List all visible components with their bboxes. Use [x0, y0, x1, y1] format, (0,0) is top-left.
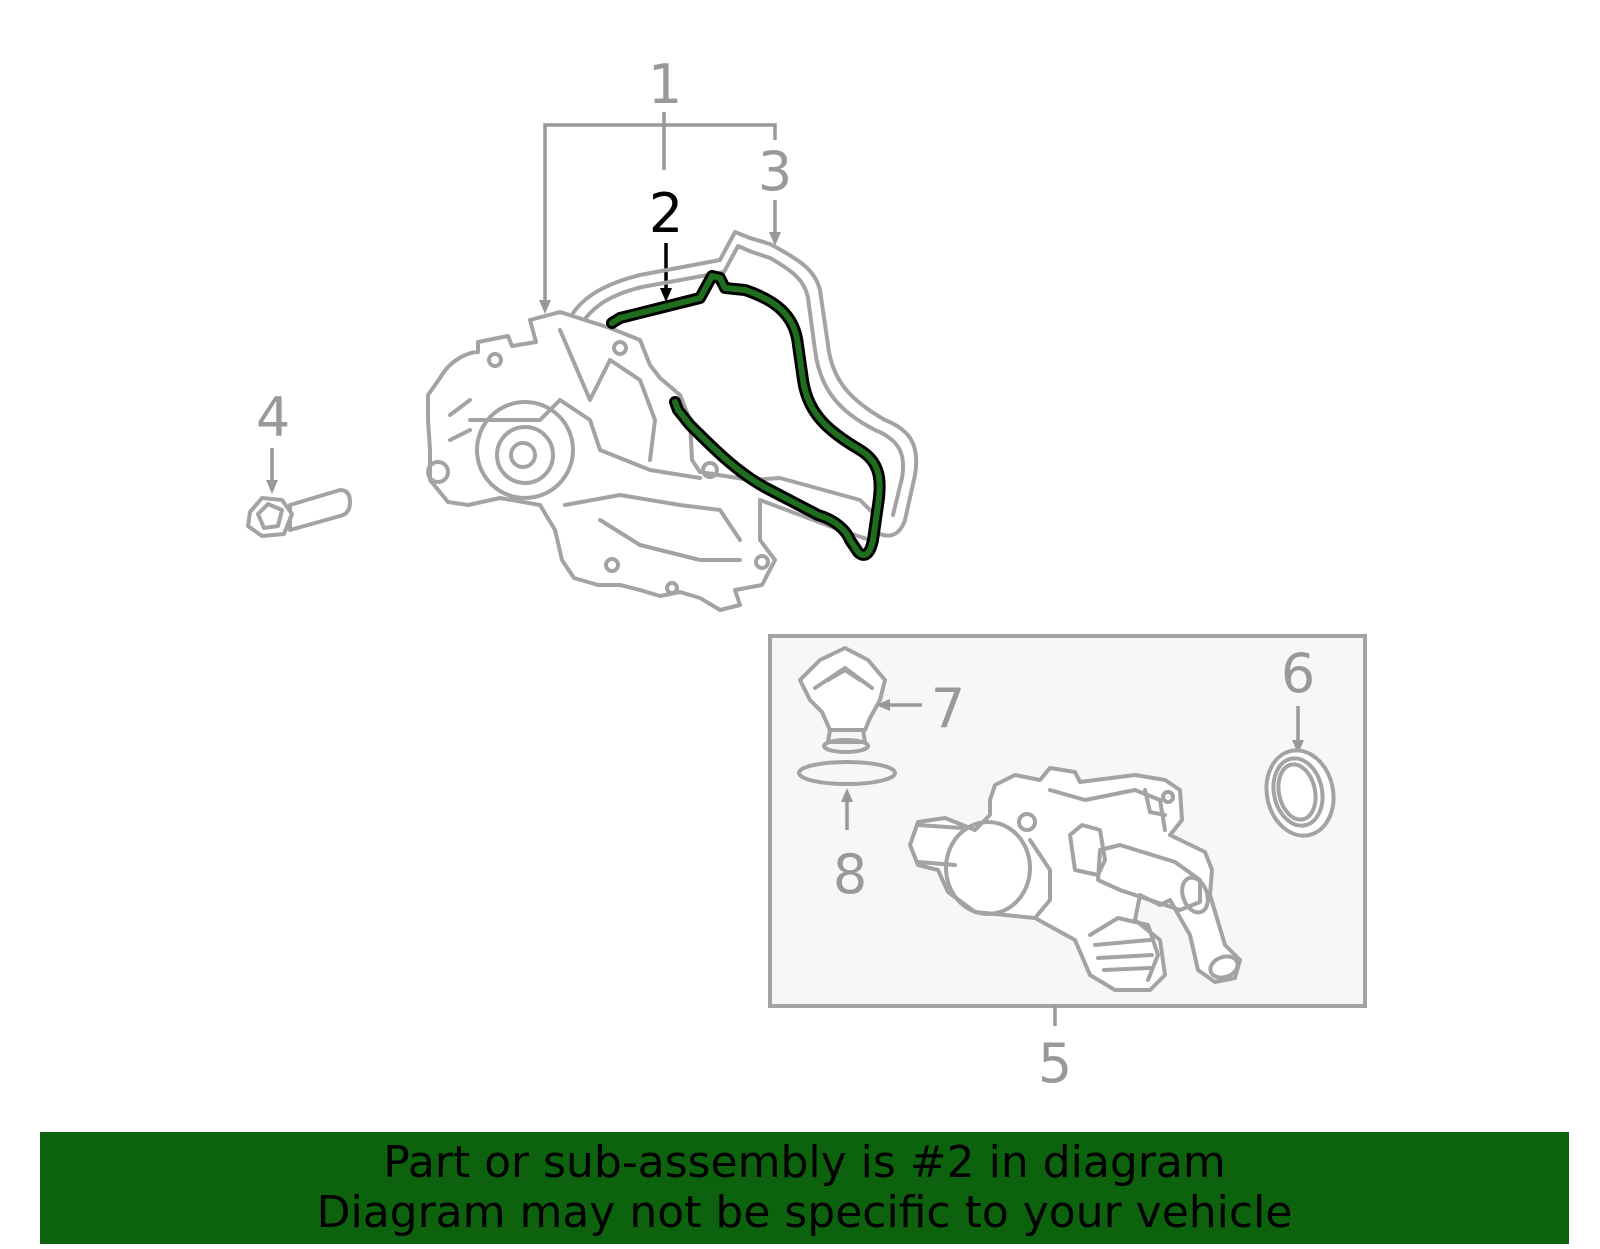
- thermostat-housing: [908, 766, 1242, 992]
- callout-2-label: 2: [649, 182, 683, 245]
- callout-8-label: 8: [833, 843, 867, 906]
- callout-5-label: 5: [1038, 1032, 1072, 1095]
- highlighted-gasket-part-2: [606, 270, 886, 561]
- info-banner: Part or sub-assembly is #2 in diagram Di…: [40, 1132, 1569, 1244]
- callout-3: 3: [758, 140, 792, 246]
- callout-1-label: 1: [648, 53, 682, 116]
- banner-line-1: Part or sub-assembly is #2 in diagram: [383, 1137, 1226, 1188]
- callout-2: 2: [649, 182, 683, 302]
- outer-gasket-part-3: [568, 230, 919, 538]
- water-pump-part-1: [426, 310, 882, 612]
- callout-1: 1: [543, 53, 777, 305]
- seal-part-6: 6: [1264, 642, 1336, 838]
- callout-4: 4: [256, 386, 290, 494]
- bolt-part-4: [246, 488, 352, 538]
- callout-6-label: 6: [1281, 642, 1315, 705]
- o-ring-part-8: 8: [797, 760, 897, 906]
- callout-3-label: 3: [758, 140, 792, 203]
- callout-7-label: 7: [931, 677, 965, 740]
- callout-4-label: 4: [256, 386, 290, 449]
- thermostat-part-7: 7: [798, 646, 965, 754]
- banner-line-2: Diagram may not be specific to your vehi…: [316, 1187, 1293, 1238]
